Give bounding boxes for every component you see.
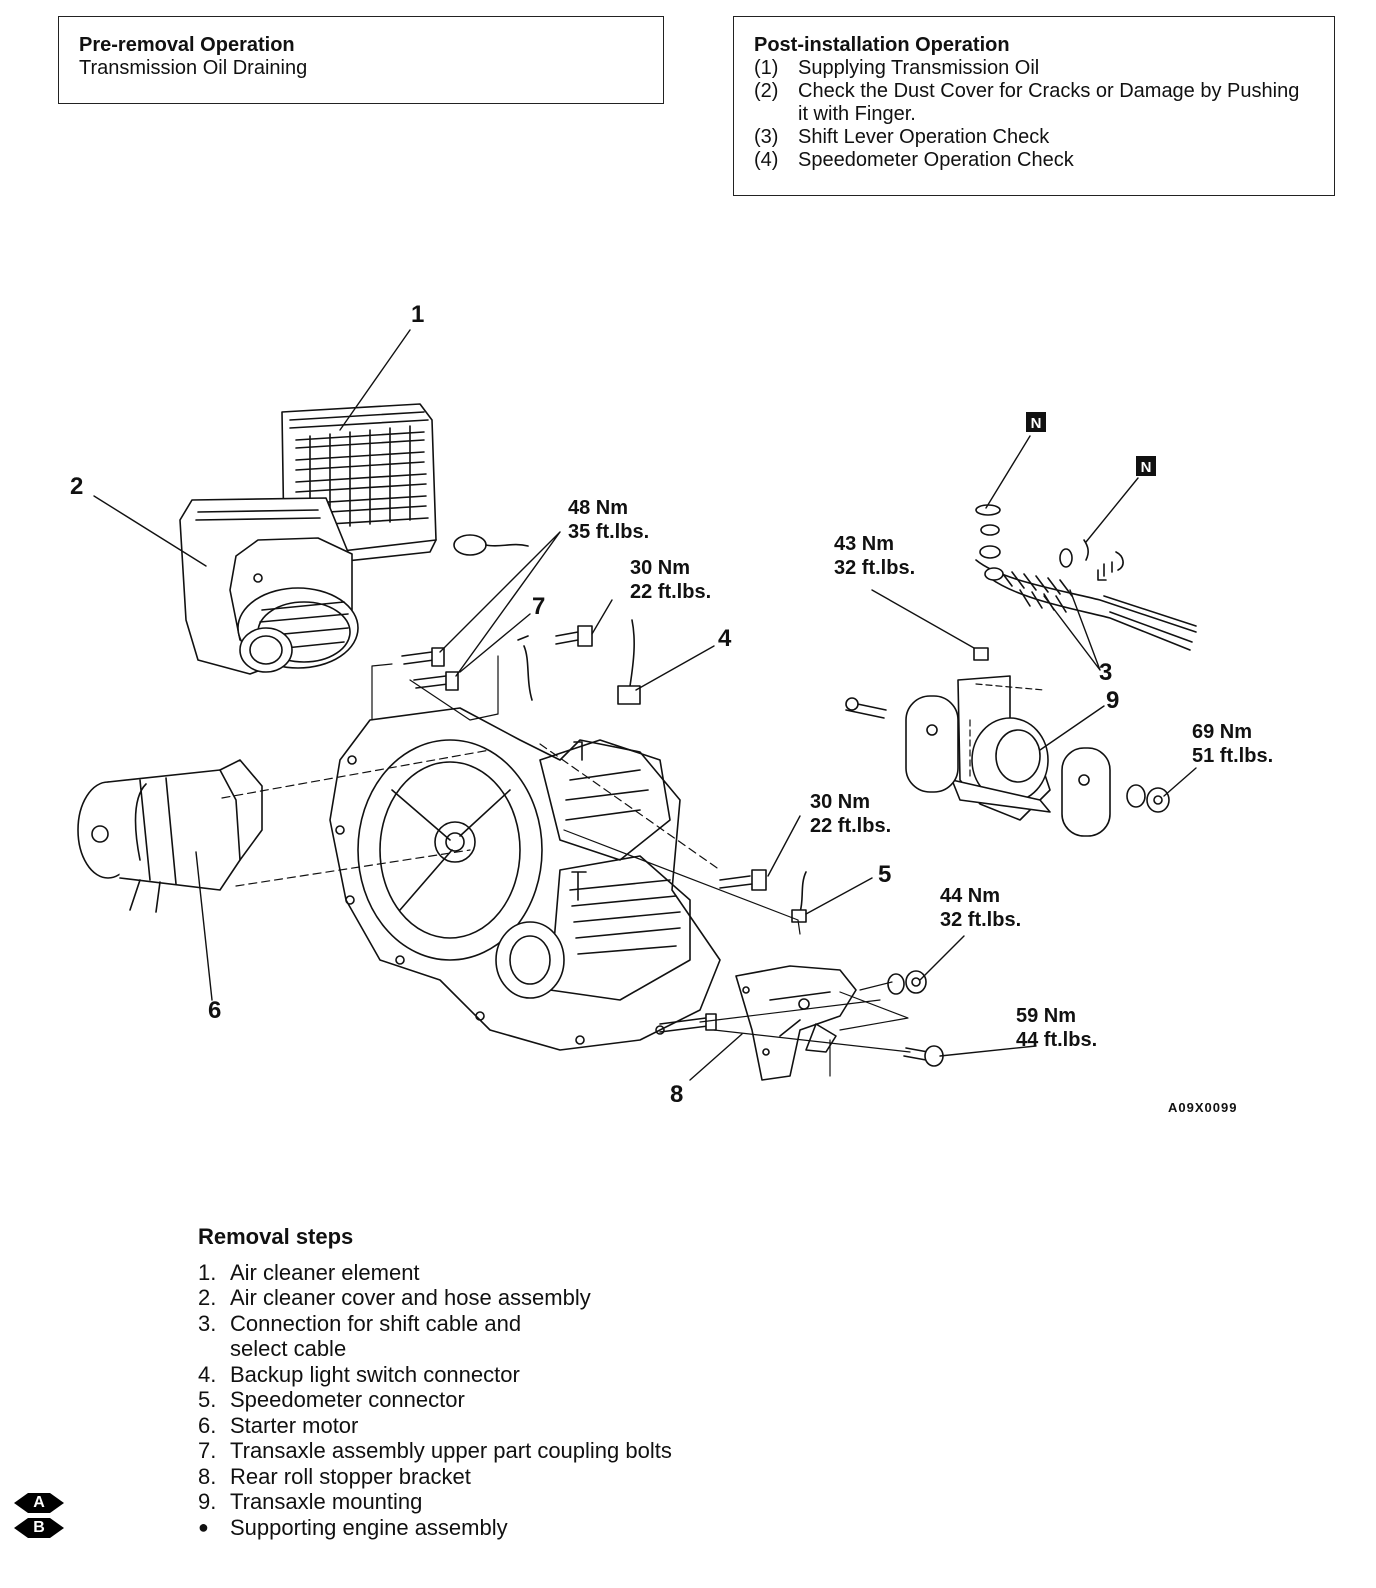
removal-step: select cable bbox=[230, 1336, 347, 1361]
shift-select-cables bbox=[975, 504, 1197, 651]
removal-step: 3.Connection for shift cable and bbox=[198, 1310, 522, 1336]
procedure-markers: A B bbox=[14, 1490, 64, 1540]
starter-motor bbox=[77, 759, 263, 913]
torque-nm: 69 Nm bbox=[1192, 721, 1252, 743]
removal-step: 4.Backup light switch connector bbox=[198, 1361, 520, 1387]
removal-steps-heading: Removal steps bbox=[198, 1224, 354, 1249]
transaxle-mounting bbox=[905, 647, 1111, 837]
callout-7: 7 bbox=[532, 593, 545, 620]
procedure-marker-a: A bbox=[14, 1490, 64, 1515]
post-installation-title: Post-installation Operation bbox=[754, 34, 1010, 56]
triangle-right-icon bbox=[50, 1492, 64, 1513]
callout-9: 9 bbox=[1106, 687, 1119, 714]
pre-removal-title: Pre-removal Operation bbox=[79, 34, 295, 56]
post-installation-item: (2)Check the Dust Cover for Cracks or Da… bbox=[754, 80, 1300, 125]
removal-steps-list: 1.Air cleaner element 2.Air cleaner cove… bbox=[198, 1260, 672, 1541]
post-installation-box: Post-installation Operation (1)Supplying… bbox=[733, 16, 1335, 196]
nut-washer bbox=[887, 784, 1170, 995]
backup-light-switch-connector bbox=[517, 619, 641, 705]
removal-step: 7.Transaxle assembly upper part coupling… bbox=[198, 1438, 672, 1463]
torque-ftlbs: 22 ft.lbs. bbox=[810, 815, 891, 837]
torque-ftlbs: 22 ft.lbs. bbox=[630, 581, 711, 603]
torque-nm: 30 Nm bbox=[630, 557, 690, 579]
removal-step: ●Supporting engine assembly bbox=[198, 1514, 508, 1540]
torque-ftlbs: 44 ft.lbs. bbox=[1016, 1029, 1097, 1051]
transaxle-assembly bbox=[329, 707, 721, 1051]
rear-roll-stopper-bracket bbox=[735, 965, 857, 1081]
procedure-marker-b: B bbox=[14, 1515, 64, 1540]
speedometer-connector bbox=[791, 871, 807, 923]
triangle-left-icon bbox=[14, 1517, 28, 1538]
triangle-left-icon bbox=[14, 1492, 28, 1513]
callout-1: 1 bbox=[411, 301, 424, 328]
callout-5: 5 bbox=[878, 861, 891, 888]
pre-removal-item: Transmission Oil Draining bbox=[79, 57, 308, 79]
callout-2: 2 bbox=[70, 473, 83, 500]
torque-ftlbs: 51 ft.lbs. bbox=[1192, 745, 1273, 767]
removal-step: 9.Transaxle mounting bbox=[198, 1489, 423, 1514]
torque-ftlbs: 32 ft.lbs. bbox=[834, 557, 915, 579]
post-installation-list: (1)Supplying Transmission Oil (2)Check t… bbox=[754, 57, 1314, 172]
removal-step: 5.Speedometer connector bbox=[198, 1387, 465, 1412]
new-part-mark-label: N bbox=[1141, 459, 1152, 476]
torque-nm: 44 Nm bbox=[940, 885, 1000, 907]
post-installation-item: (4)Speedometer Operation Check bbox=[754, 149, 1074, 171]
air-cleaner-cover bbox=[179, 497, 359, 675]
reference-code: A09X0099 bbox=[1168, 1100, 1237, 1115]
torque-nm: 48 Nm bbox=[568, 497, 628, 519]
exploded-view-diagram: 1 2 3 4 5 6 7 8 9 48 Nm 35 ft.lbs. 30 Nm… bbox=[70, 301, 1273, 1115]
torque-nm: 43 Nm bbox=[834, 533, 894, 555]
new-part-mark: N bbox=[1136, 456, 1156, 476]
removal-step: 2.Air cleaner cover and hose assembly bbox=[198, 1285, 591, 1310]
torque-nm: 59 Nm bbox=[1016, 1005, 1076, 1027]
callout-6: 6 bbox=[208, 997, 221, 1024]
bullet-icon: ● bbox=[198, 1516, 209, 1537]
leader-lines bbox=[93, 329, 1197, 1081]
removal-step: 6.Starter motor bbox=[198, 1412, 359, 1438]
callout-8: 8 bbox=[670, 1081, 683, 1108]
removal-step: 1.Air cleaner element bbox=[198, 1259, 420, 1285]
coupling-bolts bbox=[401, 625, 944, 1067]
callout-4: 4 bbox=[718, 625, 732, 652]
assembly-lines bbox=[221, 655, 1045, 1077]
removal-step: 8.Rear roll stopper bracket bbox=[198, 1463, 471, 1489]
triangle-right-icon bbox=[50, 1517, 64, 1538]
torque-ftlbs: 32 ft.lbs. bbox=[940, 909, 1021, 931]
post-installation-item: (3)Shift Lever Operation Check bbox=[754, 126, 1050, 148]
post-installation-item: (1)Supplying Transmission Oil bbox=[754, 57, 1040, 79]
torque-ftlbs: 35 ft.lbs. bbox=[568, 521, 649, 543]
new-part-mark-label: N bbox=[1031, 415, 1042, 432]
new-part-mark: N bbox=[1026, 412, 1046, 432]
torque-nm: 30 Nm bbox=[810, 791, 870, 813]
removal-steps: Removal steps 1.Air cleaner element 2.Ai… bbox=[198, 1224, 672, 1540]
sensor-connector bbox=[453, 534, 529, 556]
pre-removal-box: Pre-removal Operation Transmission Oil D… bbox=[58, 16, 664, 104]
callout-3: 3 bbox=[1099, 659, 1112, 686]
